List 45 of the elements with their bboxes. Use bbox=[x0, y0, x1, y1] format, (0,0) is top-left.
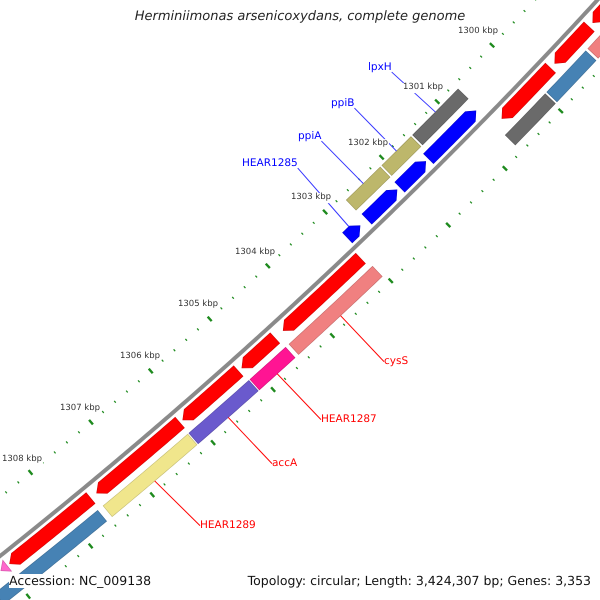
gene-bar bbox=[188, 380, 259, 444]
gene-bar bbox=[96, 416, 185, 494]
gene-bar bbox=[546, 50, 596, 102]
gene-bar bbox=[362, 190, 398, 225]
accession-text: Accession: NC_009138 bbox=[9, 574, 152, 588]
genome-info-text: Topology: circular; Length: 3,424,307 bp; Genes: 3,353 bbox=[248, 574, 591, 588]
gene-label: HEAR1287 bbox=[321, 413, 377, 426]
gene-bar bbox=[288, 266, 383, 355]
scale-label: 1308 kbp bbox=[0, 455, 44, 465]
gene-label: accA bbox=[272, 457, 298, 470]
scale-label: 1302 kbp bbox=[346, 139, 390, 149]
gene-bar bbox=[346, 166, 390, 211]
gene-bar bbox=[502, 62, 556, 119]
gene-label: ppiA bbox=[298, 130, 322, 142]
gene-bar bbox=[554, 22, 595, 64]
leader-line bbox=[340, 315, 384, 362]
leader-line bbox=[320, 140, 364, 184]
gene-label: HEAR1289 bbox=[200, 519, 256, 532]
leader-line bbox=[354, 108, 397, 152]
gene-label: cysS bbox=[384, 355, 408, 368]
gene-label: HEAR1285 bbox=[242, 157, 298, 170]
gene-label: ppiB bbox=[331, 97, 354, 110]
gene-bar bbox=[102, 434, 198, 518]
scale-label: 1306 kbp bbox=[118, 352, 162, 362]
leader-line bbox=[154, 480, 200, 526]
gene-bar bbox=[394, 161, 426, 192]
gene-bar bbox=[342, 225, 360, 244]
gene-bar bbox=[250, 346, 296, 390]
gene-bar bbox=[242, 332, 280, 368]
title: Herminiimonas arsenicoxydans, complete genome bbox=[134, 10, 466, 25]
gene-label: lpxH bbox=[368, 61, 392, 74]
scale-label: 1305 kbp bbox=[176, 300, 220, 310]
leader-line bbox=[276, 373, 322, 420]
scale-label: 1307 kbp bbox=[58, 404, 102, 414]
gene-bar bbox=[423, 110, 476, 164]
scale-label: 1303 kbp bbox=[290, 193, 332, 203]
scale-label: 1304 kbp bbox=[234, 248, 276, 258]
gene-bar bbox=[182, 365, 244, 420]
scale-label: 1300 kbp bbox=[456, 27, 500, 37]
gene-bar bbox=[9, 492, 96, 565]
scale-label: 1301 kbp bbox=[402, 83, 444, 93]
gene-bar bbox=[282, 252, 366, 331]
gene-bar bbox=[0, 560, 12, 572]
gene-bar bbox=[504, 93, 556, 146]
leader-line bbox=[228, 416, 272, 464]
